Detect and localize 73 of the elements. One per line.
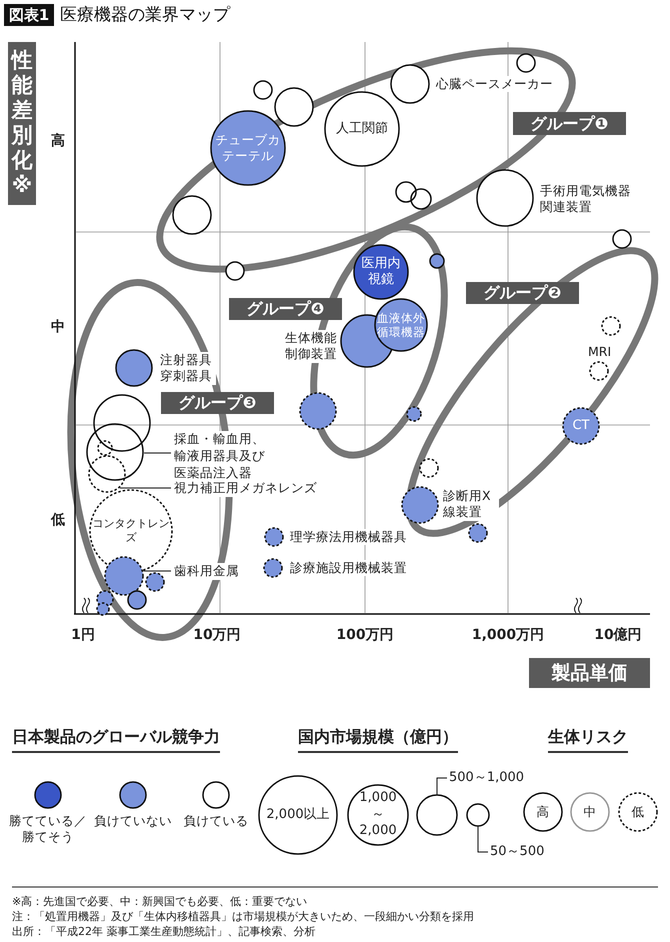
legend-text: 50～500 [490, 843, 544, 861]
footnote: 出所：「平成22年 薬事工業生産動態統計」、記事検索、分析 [12, 925, 316, 939]
bubble-circle [612, 229, 632, 249]
bubble-circle [429, 253, 445, 269]
bubble-circle [93, 394, 151, 452]
risk-legend-circle: 中 [570, 792, 610, 832]
bubble-circle [390, 64, 430, 104]
axis-tick-label: 1円 [71, 626, 95, 644]
group-label: グループ❷ [466, 282, 579, 304]
bubble-circle [172, 195, 212, 235]
bubble-circle [468, 523, 488, 543]
bubble-circle [88, 455, 126, 493]
bubble-circle [104, 556, 144, 596]
bubble-circle [253, 80, 273, 100]
bubble-circle [264, 527, 284, 547]
bubble-circle [225, 261, 245, 281]
bubble: チューブカテーテル [210, 110, 286, 186]
axis-tick-label: 1,000万円 [472, 626, 544, 644]
bubble-circle [127, 590, 147, 610]
size-legend-circle: 1,000～2,000 [347, 784, 409, 846]
group-label: グループ❶ [513, 112, 626, 135]
bubble-circle [406, 406, 422, 422]
bubble-circle [263, 558, 283, 578]
bubble-circle [96, 602, 110, 616]
bubble-circle [274, 87, 314, 127]
legend-heading: 生体リスク [548, 727, 628, 753]
size-legend-circle: 2,000以上 [258, 775, 338, 855]
axis-title: 性能差別化※ [8, 42, 36, 205]
bubble: 人工関節 [324, 91, 400, 167]
bubble-circle [476, 169, 534, 227]
page-title: 医療機器の業界マップ [60, 4, 230, 27]
axis-tick-label: 低 [51, 511, 65, 529]
bubble-label: 心臓ペースメーカー [436, 76, 553, 92]
callout-text: 歯科用金属 [174, 563, 239, 580]
group-label: グループ❸ [161, 392, 274, 414]
bubble-circle [86, 423, 144, 481]
legend-heading: 日本製品のグローバル競争力 [12, 727, 220, 753]
callout-text: 視力補正用メガネレンズ [174, 480, 317, 497]
footnote: 注：「処置用機器」及び「生体内移植器具」は市場規模が大きいため、一段細かい分類を採用 [12, 910, 474, 924]
axis-title: 製品単価 [529, 658, 650, 688]
axis-tick-label: 10億円 [594, 626, 642, 644]
legend-text: 勝てている／勝てそう [8, 813, 88, 846]
bubble: 血液体外循環機器 [374, 298, 428, 352]
bubble-circle [419, 458, 439, 478]
legend-text: 500～1,000 [449, 769, 524, 787]
risk-legend-circle: 低 [618, 792, 658, 832]
legend-text: 負けている [182, 813, 250, 830]
bubble-label: 理学療法用機械器具 [290, 529, 407, 546]
axis-tick-label: 10万円 [193, 626, 241, 644]
footnote: ※高：先進国で必要、中：新興国でも必要、低：重要でない [12, 895, 308, 909]
axis-tick-label: 高 [51, 132, 65, 150]
risk-legend-circle: 高 [523, 792, 563, 832]
figure-badge: 図表1 [4, 4, 54, 26]
legend-text: 負けていない [93, 813, 173, 830]
axis-tick-label: 中 [51, 318, 65, 336]
axis-tick-label: 100万円 [336, 626, 394, 644]
bubble-label: 診療施設用機械装置 [290, 560, 407, 576]
bubble-circle [395, 181, 417, 203]
bubble: 医用内視鏡 [353, 244, 409, 300]
leader-line [144, 452, 172, 454]
bubble-circle [410, 188, 432, 210]
bubble: CT [562, 407, 600, 445]
bubble-circle [516, 53, 536, 73]
bubble-label: 注射器具穿刺器具 [160, 352, 216, 384]
bubble-circle [589, 361, 609, 381]
legend-heading: 国内市場規模（億円） [298, 727, 458, 753]
group-label: グループ❹ [229, 298, 342, 320]
bubble-circle [401, 486, 439, 524]
bubble-label: 診断用X線装置 [443, 488, 499, 520]
bubble-circle [299, 392, 337, 430]
bubble-circle [145, 572, 165, 592]
bubble-circle [115, 349, 153, 387]
bubble-circle [601, 316, 621, 336]
